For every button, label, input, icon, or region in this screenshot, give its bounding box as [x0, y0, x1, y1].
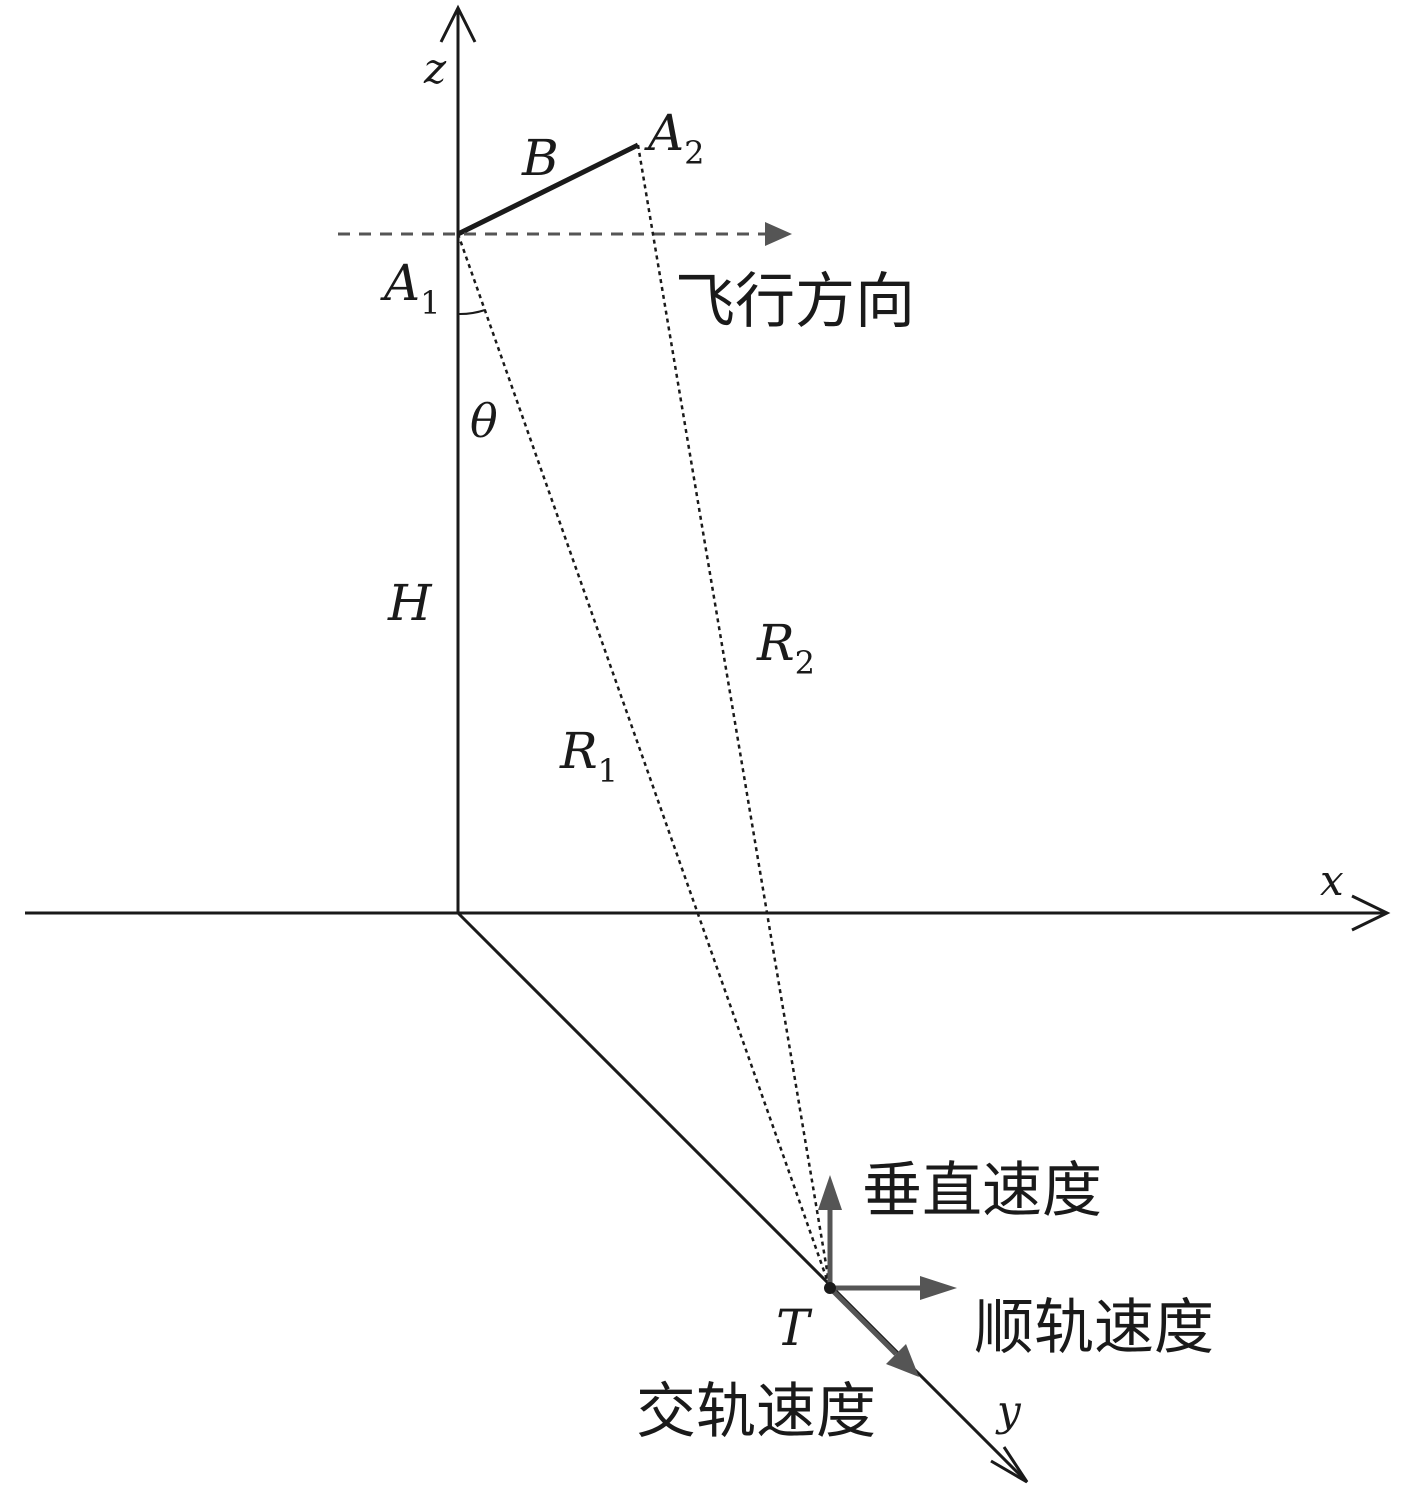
flight-direction-label: 飞行方向: [675, 267, 915, 337]
cross-track-velocity-label: 交轨速度: [636, 1377, 876, 1447]
along-track-velocity-label: 顺轨速度: [974, 1293, 1214, 1363]
range-line-R2: [636, 144, 832, 1289]
vertical-velocity-label: 垂直速度: [862, 1156, 1102, 1226]
point-A2-label: A2: [644, 104, 704, 172]
y-axis-label: y: [995, 1386, 1022, 1435]
y-axis-arrowhead: [990, 1446, 1029, 1484]
baseline-label: B: [521, 129, 559, 187]
z-axis-label: z: [423, 44, 447, 93]
point-T-label: T: [776, 1299, 813, 1357]
flight-direction-arrowhead: [765, 222, 792, 246]
theta-angle-arc: [457, 309, 486, 316]
z-axis-arrowhead: [439, 4, 477, 43]
cross-track-velocity-arrowhead: [886, 1344, 919, 1377]
y-axis: [456, 911, 1029, 1484]
x-axis-label: x: [1320, 856, 1344, 905]
target-point: [824, 1282, 836, 1294]
x-axis-arrowhead: [1351, 894, 1391, 932]
baseline-B: [456, 142, 640, 237]
along-track-velocity-arrowhead: [920, 1276, 957, 1300]
theta-label: θ: [470, 394, 498, 448]
range-R1-label: R1: [559, 722, 618, 790]
cross-track-velocity-arrow: [828, 1286, 898, 1356]
height-label: H: [387, 574, 433, 632]
range-line-R1: [456, 233, 832, 1289]
range-R2-label: R2: [756, 614, 815, 682]
vertical-velocity-arrowhead: [818, 1175, 842, 1210]
point-A1-label: A1: [380, 254, 440, 322]
